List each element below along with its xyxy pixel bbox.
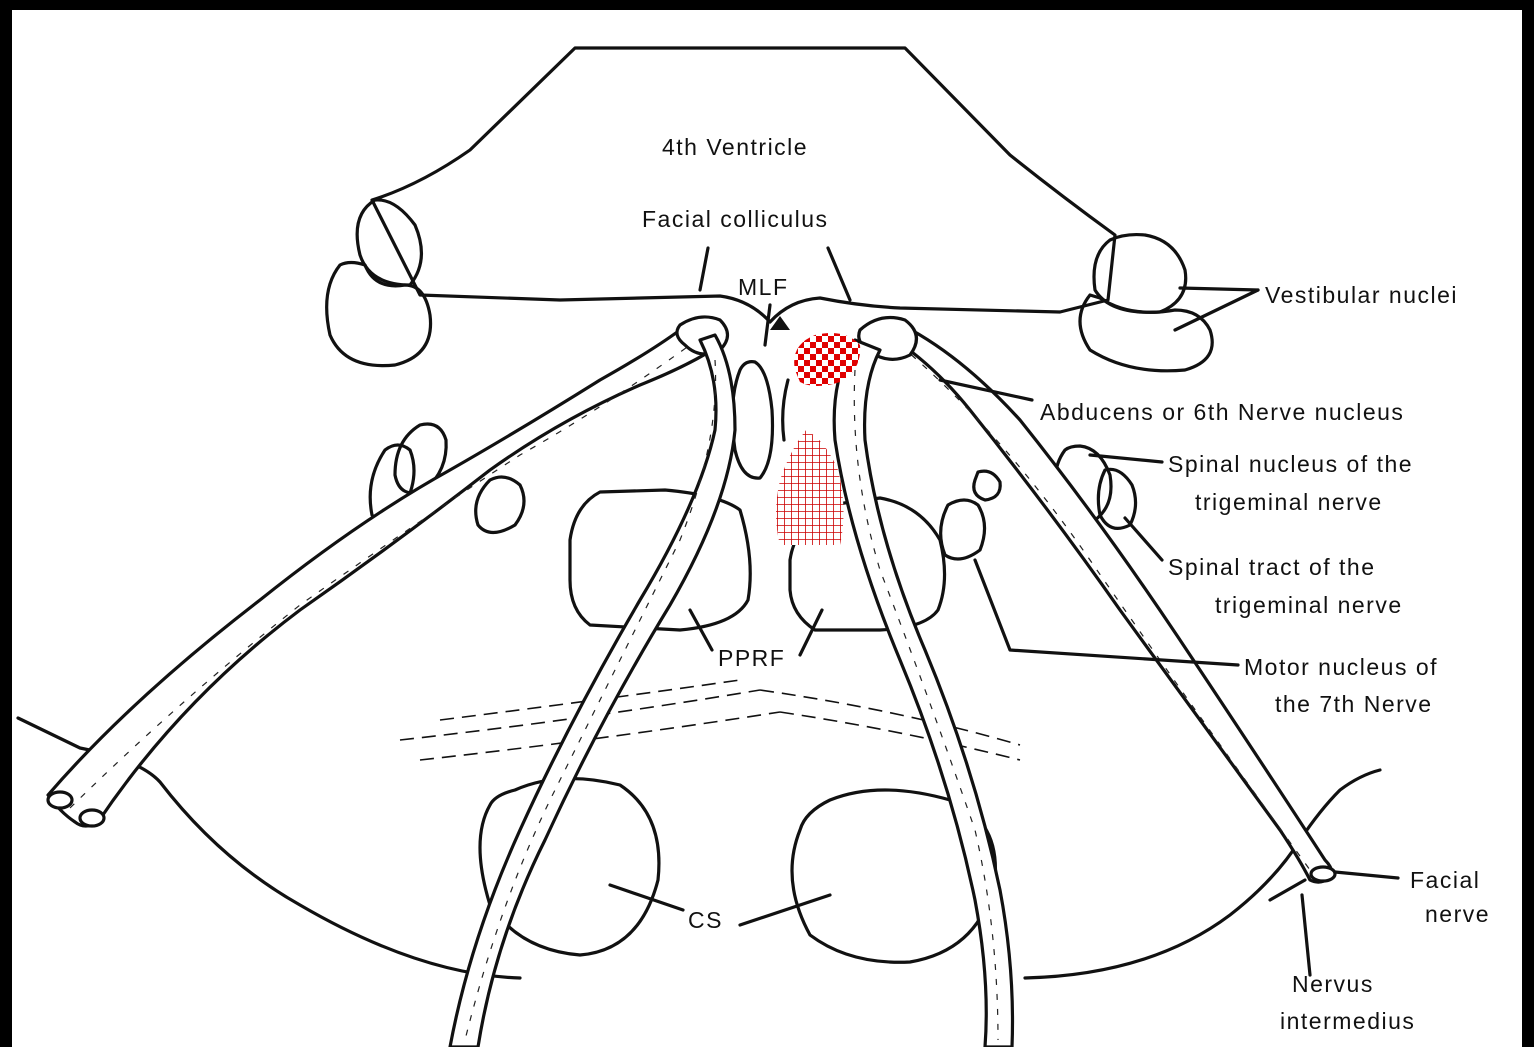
left-facial-nerve-bundle <box>48 319 724 826</box>
label-spinal-nucleus-line2: trigeminal nerve <box>1195 489 1383 515</box>
brainstem-diagram: 4th Ventricle Facial colliculus MLF Vest… <box>12 10 1522 1047</box>
label-spinal-tract-line1: Spinal tract of the <box>1168 554 1376 580</box>
right-facial-nerve-end <box>1311 867 1335 881</box>
label-4th-ventricle: 4th Ventricle <box>662 134 808 160</box>
left-facial-nerve-end-1 <box>48 792 72 808</box>
diagram-canvas: 4th Ventricle Facial colliculus MLF Vest… <box>12 10 1522 1047</box>
label-motor-nucleus-line1: Motor nucleus of <box>1244 654 1438 680</box>
label-spinal-tract-line2: trigeminal nerve <box>1215 592 1403 618</box>
right-vestibular-nucleus-lower <box>1080 295 1212 371</box>
label-vestibular-nuclei: Vestibular nuclei <box>1265 282 1458 308</box>
label-motor-nucleus-line2: the 7th Nerve <box>1275 691 1433 717</box>
left-mlf-oval <box>732 362 772 478</box>
label-facial-colliculus: Facial colliculus <box>642 206 829 232</box>
left-lateral-nucleus-3 <box>476 477 524 533</box>
left-abducens-root <box>450 335 735 1047</box>
pons-edge <box>1270 880 1305 900</box>
label-cs: CS <box>688 907 723 933</box>
label-facial-nerve-line2: nerve <box>1425 901 1490 927</box>
motor-nucleus-7th-oval <box>941 500 985 559</box>
label-facial-nerve-line1: Facial <box>1410 867 1480 893</box>
right-mlf-oval <box>783 380 788 440</box>
label-abducens-nucleus: Abducens or 6th Nerve nucleus <box>1040 399 1404 425</box>
left-facial-nerve-end-2 <box>80 810 104 826</box>
left-vestibular-nucleus-upper <box>357 200 421 285</box>
label-pprf: PPRF <box>718 645 785 671</box>
right-abducens-root <box>834 340 1012 1047</box>
label-nervus-intermedius-line1: Nervus <box>1292 971 1374 997</box>
pprf-highlight-grid <box>776 430 844 545</box>
label-nervus-intermedius-line2: intermedius <box>1280 1008 1415 1034</box>
small-nucleus-oval <box>974 471 1000 500</box>
right-spinal-tract-oval <box>1098 469 1135 528</box>
label-spinal-nucleus-line1: Spinal nucleus of the <box>1168 451 1413 477</box>
label-mlf: MLF <box>738 274 789 300</box>
